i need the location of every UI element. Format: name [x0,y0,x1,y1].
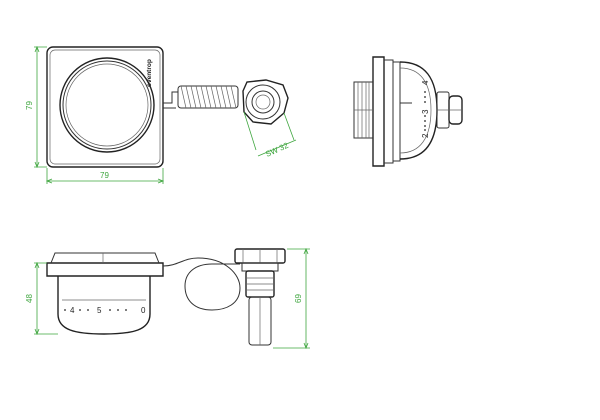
scale-side-3: 3 [421,109,430,114]
side-scale-dots [424,91,426,131]
dimension-top-width: 79 [45,168,165,184]
dimension-wrench: SW 32 [243,111,297,159]
svg-text:48: 48 [25,294,34,303]
front-sensor [234,248,286,346]
front-view: 4 5 0 [46,248,286,346]
top-view: oventrop [46,46,289,168]
svg-text:69: 69 [294,294,303,303]
svg-text:79: 79 [25,101,34,110]
front-capillary-loop [162,257,241,311]
dimension-front-height: 48 [25,261,58,336]
side-view-body [399,61,438,160]
svg-text:SW 32: SW 32 [264,141,290,159]
top-view-knob [59,57,155,153]
dimension-sensor-height: 69 [273,247,310,350]
capillary-tube [163,91,178,109]
capillary-coil [177,85,239,109]
dimension-top-height: 79 [25,45,47,169]
sensor-nut [242,79,289,125]
top-view-housing [46,46,164,168]
side-view: 2 3 4 [353,56,463,167]
front-view-housing [46,262,164,277]
scale-front-4: 4 [70,306,75,315]
brand-label: oventrop [146,59,153,87]
scale-front-5: 5 [97,306,102,315]
scale-side-2: 2 [421,133,430,138]
svg-text:79: 79 [100,171,109,180]
scale-front-0: 0 [141,306,146,315]
scale-side-4: 4 [421,80,430,85]
